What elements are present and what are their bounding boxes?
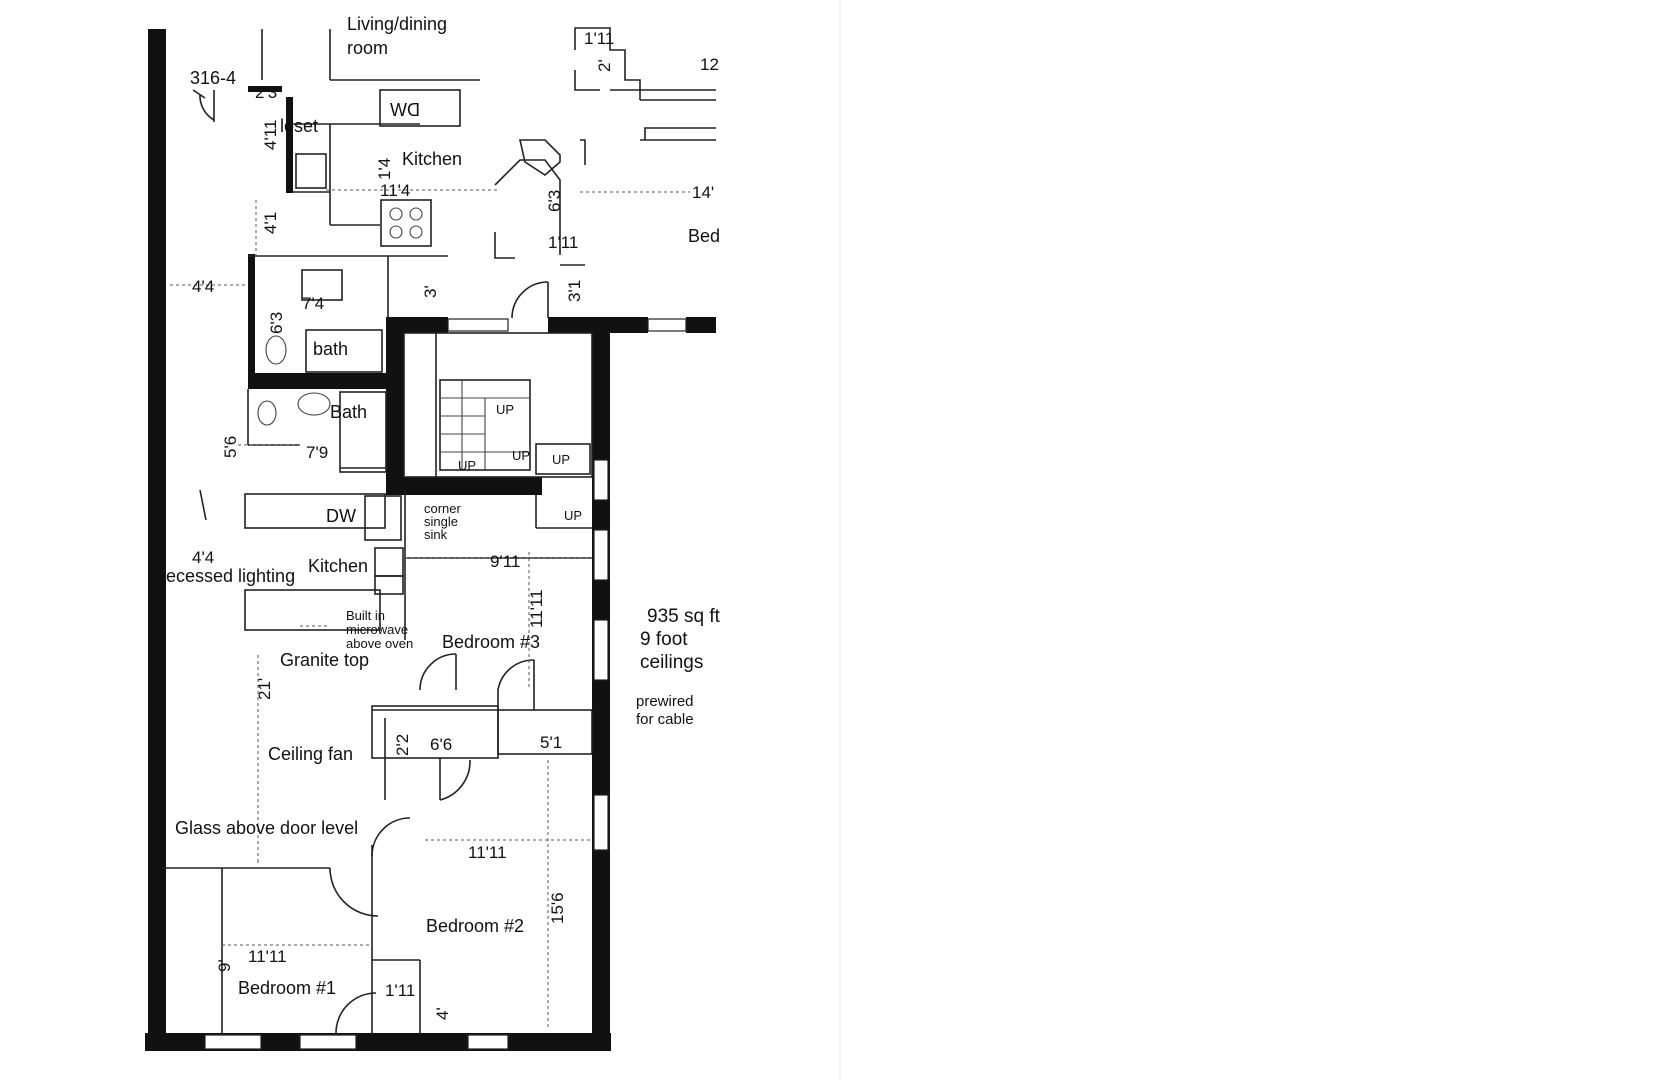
- dim-4-11: 4'11: [261, 120, 280, 150]
- dw-label-upper: DW: [390, 100, 420, 120]
- dim-3: 3': [421, 285, 440, 298]
- corner-sink-line-2: single: [424, 514, 458, 529]
- dim-6-3-kitchen: 6'3: [545, 190, 564, 212]
- upper-unit-labels: Living/dining room 316-4 2'3 loset DW Ki…: [190, 14, 720, 359]
- dim-2-2: 2'2: [393, 734, 412, 756]
- microwave-line-2: microwave: [346, 622, 408, 637]
- dim-2: 2': [595, 59, 614, 72]
- dim-4-4-main: 4'4: [192, 548, 214, 567]
- stairs-up-1: UP: [496, 402, 514, 417]
- kitchen-label-upper: Kitchen: [402, 149, 462, 169]
- unit-number: 316-4: [190, 68, 236, 88]
- recessed-lighting-label: recessed lighting: [160, 566, 295, 586]
- closet-label: loset: [280, 116, 318, 136]
- dim-5-1: 5'1: [540, 733, 562, 752]
- dim-4-4-upper: 4'4: [192, 277, 214, 296]
- dim-6-3-bath: 6'3: [267, 312, 286, 334]
- dim-9: 9': [215, 959, 234, 972]
- dim-1-11-b1: 1'11: [385, 981, 415, 1000]
- ceiling-fan-label: Ceiling fan: [268, 744, 353, 764]
- bath-label: Bath: [330, 402, 367, 422]
- interior-lines: [162, 27, 716, 1034]
- bedroom2-label: Bedroom #2: [426, 916, 524, 936]
- dim-4-b1: 4': [433, 1007, 452, 1020]
- dim-5-6: 5'6: [221, 436, 240, 458]
- ceiling-note-1: 9 foot: [640, 629, 688, 650]
- dim-3-1: 3'1: [565, 280, 584, 302]
- dim-4-1: 4'1: [261, 212, 280, 234]
- dim-11-11-b3: 11'11: [527, 589, 546, 628]
- corner-sink-line-1: corner: [424, 501, 462, 516]
- stairs-up-4: UP: [552, 452, 570, 467]
- microwave-line-1: Built in: [346, 608, 385, 623]
- dim-2-3: 2'3: [255, 83, 277, 102]
- bed-label-upper: Bed: [688, 226, 720, 246]
- glass-above-door-label: Glass above door level: [175, 818, 358, 838]
- ceiling-note-2: ceilings: [640, 652, 703, 673]
- microwave-line-3: above oven: [346, 636, 413, 651]
- dim-6-6: 6'6: [430, 735, 452, 754]
- dim-1-11-kitchen: 1'11: [548, 233, 578, 252]
- bedroom1-label: Bedroom #1: [238, 978, 336, 998]
- area-note: 935 sq ft: [647, 606, 721, 627]
- dim-7-4: 7'4: [302, 294, 324, 313]
- stairs-up-3: UP: [458, 458, 476, 473]
- living-dining-label: Living/dining: [347, 14, 447, 34]
- main-unit-labels: Bath 5'6 7'9 UP UP UP UP UP DW corner si…: [160, 402, 582, 1020]
- dim-21: 21': [255, 678, 274, 700]
- dim-14: 14': [692, 183, 714, 202]
- dim-11-11-b1: 11'11: [248, 947, 287, 966]
- corner-sink-line-3: sink: [424, 527, 448, 542]
- notes: 935 sq ft 9 foot ceilings prewired for c…: [636, 606, 721, 728]
- stairs-up-5: UP: [564, 508, 582, 523]
- bath-label-upper: bath: [313, 339, 348, 359]
- windows: [204, 318, 687, 1050]
- room-label: room: [347, 38, 388, 58]
- stairs-up-2: UP: [512, 448, 530, 463]
- kitchen-label-main: Kitchen: [308, 556, 368, 576]
- dim-1-11-top: 1'11: [584, 29, 614, 48]
- dim-7-9: 7'9: [306, 443, 328, 462]
- dim-15-6: 15'6: [548, 892, 567, 924]
- dim-9-11: 9'11: [490, 552, 520, 571]
- dim-12: 12: [700, 55, 719, 74]
- dw-label-main: DW: [326, 506, 356, 526]
- dim-11-11-b2: 11'11: [468, 843, 507, 862]
- bedroom3-label: Bedroom #3: [442, 632, 540, 652]
- dim-11-4: 11'4: [380, 181, 410, 200]
- granite-top-label: Granite top: [280, 650, 369, 670]
- dim-1-4: 1'4: [375, 158, 394, 180]
- cable-note-2: for cable: [636, 711, 694, 728]
- cable-note-1: prewired: [636, 693, 694, 710]
